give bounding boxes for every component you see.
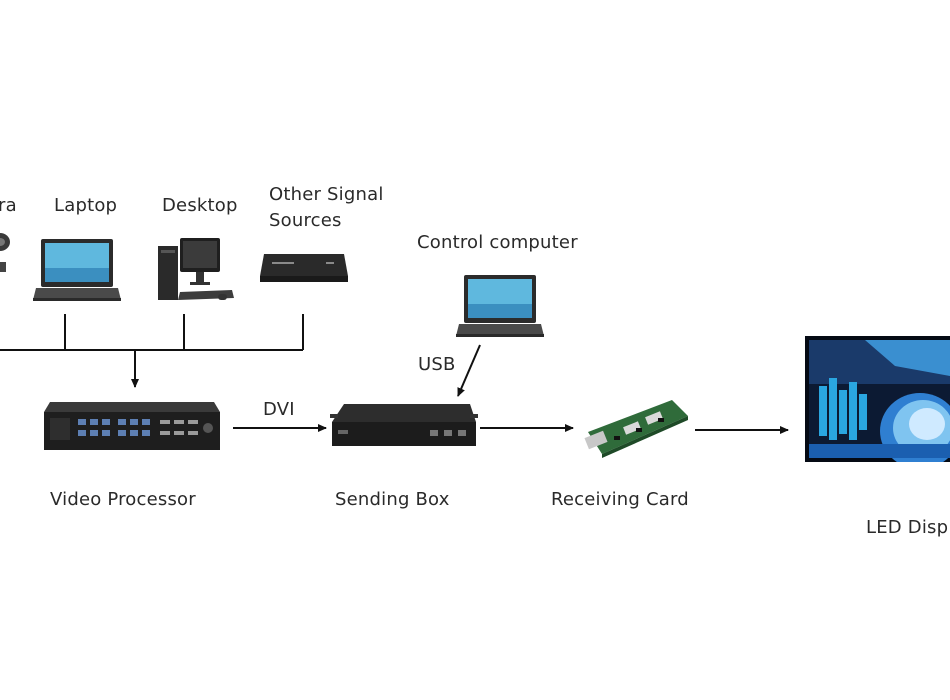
control-computer-icon (456, 274, 544, 338)
video-processor-icon (44, 402, 220, 452)
camera-icon (0, 230, 14, 280)
laptop-icon (33, 238, 121, 302)
led-display-label: LED Disp (866, 517, 949, 538)
led-display-icon (805, 336, 950, 462)
laptop-label: Laptop (54, 195, 118, 216)
receiving-card-icon (584, 398, 690, 462)
dvi-label: DVI (263, 399, 295, 420)
desktop-icon (156, 236, 236, 304)
signal-box-icon (258, 250, 350, 286)
other-sources-line1: Other Signal (269, 184, 384, 205)
usb-arrow (457, 344, 481, 397)
sending-box-label: Sending Box (335, 489, 450, 510)
receiving-card-label: Receiving Card (551, 489, 689, 510)
other-sources-line2: Sources (269, 210, 342, 231)
desktop-label: Desktop (162, 195, 238, 216)
video-processor-label: Video Processor (50, 489, 196, 510)
control-computer-label: Control computer (417, 232, 578, 253)
sending-box-icon (330, 402, 478, 450)
camera-label: ra (0, 195, 17, 216)
other-sources-label: Other Signal Sources (269, 182, 409, 234)
usb-label: USB (418, 354, 456, 375)
